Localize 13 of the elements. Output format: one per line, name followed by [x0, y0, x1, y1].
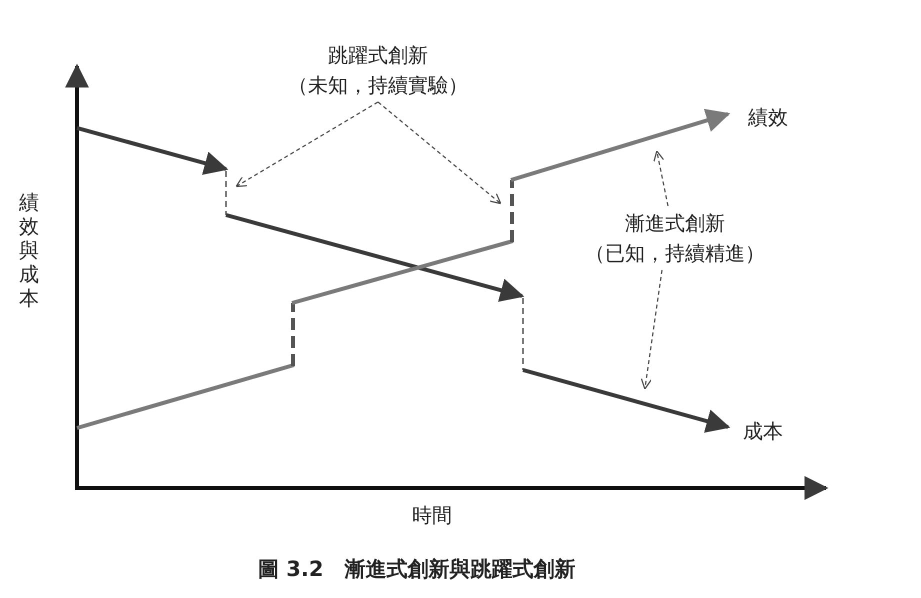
figure-caption: 圖 3.2 漸進式創新與跳躍式創新	[258, 556, 576, 583]
line-end-label: 成本	[743, 418, 783, 445]
callout-heading: 跳躍式創新	[327, 42, 429, 69]
callout-heading: 漸進式創新	[624, 210, 726, 237]
leader-line	[378, 102, 502, 204]
line-end-label: 績效	[748, 104, 788, 131]
axis-title: 績效與成本	[18, 190, 40, 310]
axis-title: 時間	[412, 502, 452, 529]
leader-line	[653, 150, 669, 206]
callout-note: （未知，持續實驗）	[287, 72, 469, 99]
leader-line	[640, 270, 663, 390]
callout-note: （已知，持續精進）	[584, 240, 766, 267]
leader-line	[236, 101, 378, 188]
